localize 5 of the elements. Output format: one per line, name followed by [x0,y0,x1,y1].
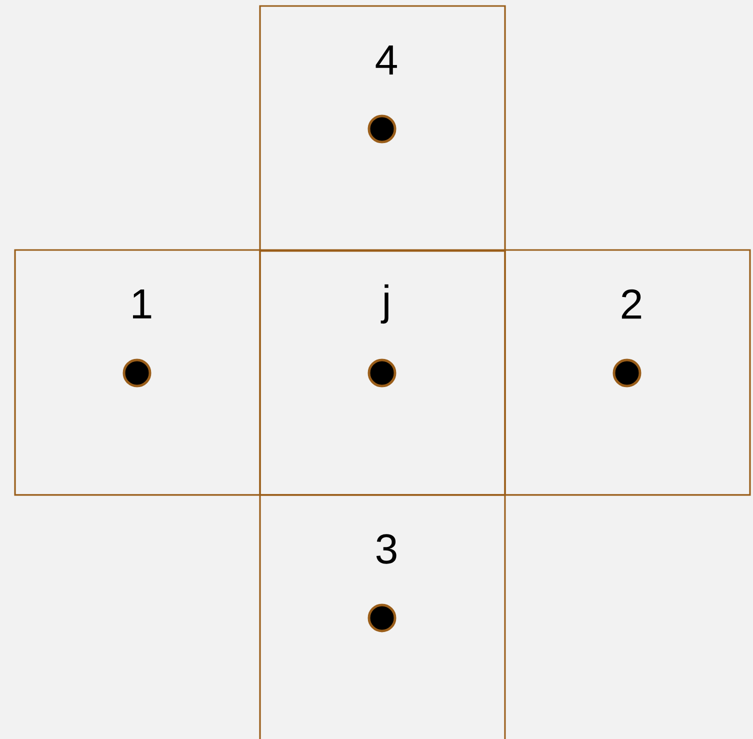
grid-cell: 2 [504,249,751,496]
grid-cell: 1 [14,249,261,496]
grid-cell: 4 [259,5,506,252]
grid-cell: 3 [259,494,506,739]
grid-cell: j [259,249,506,496]
